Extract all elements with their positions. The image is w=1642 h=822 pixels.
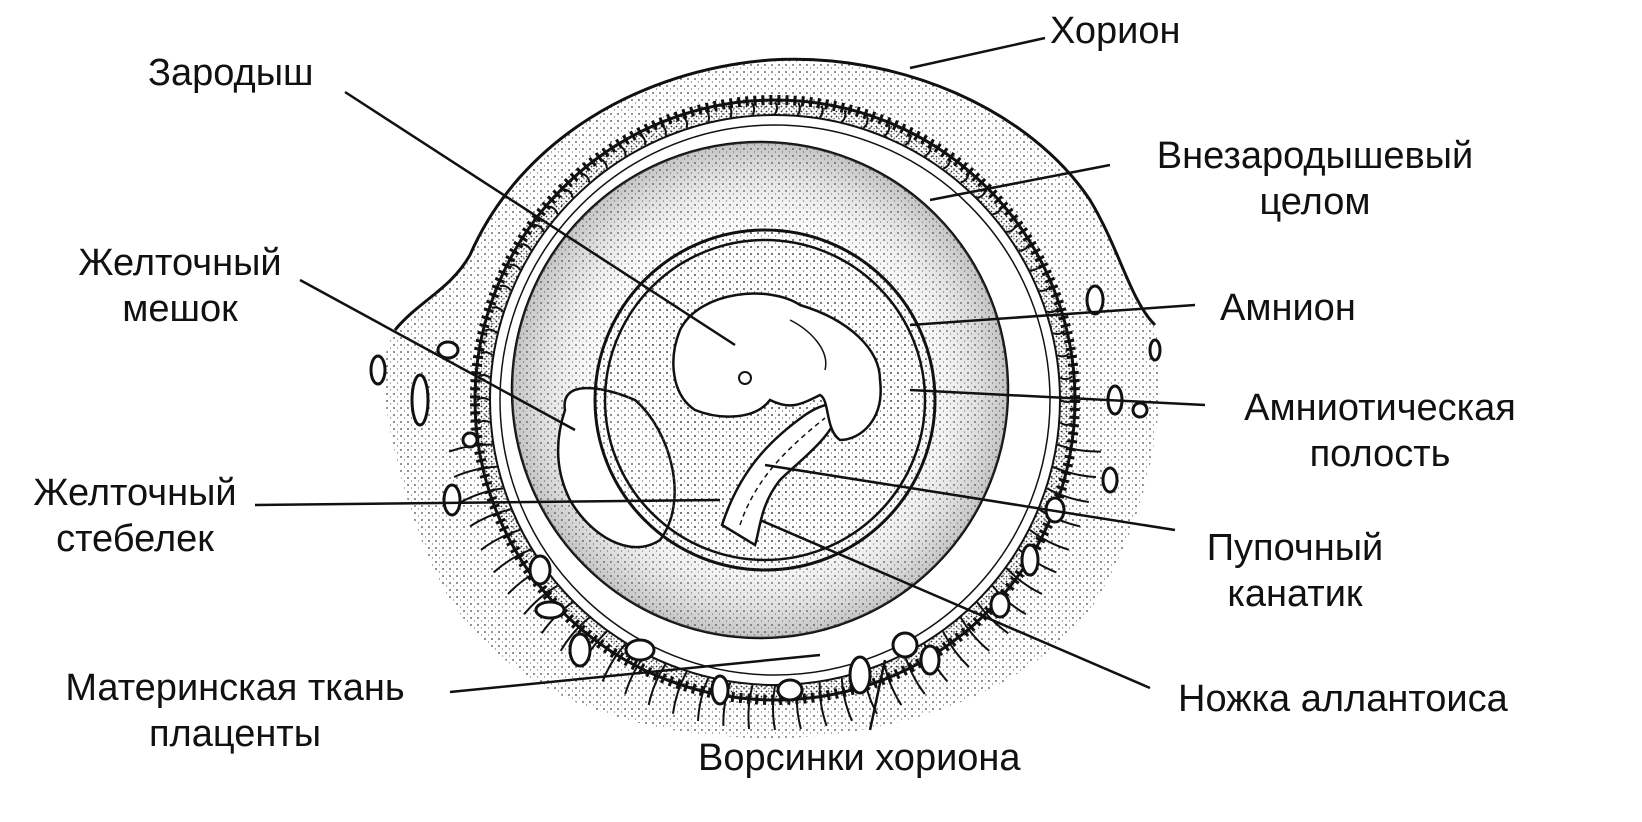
label-umbilical-cord: Пупочный канатик: [1170, 525, 1420, 617]
label-allantois-stalk: Ножка аллантоиса: [1178, 676, 1508, 722]
label-chorion: Хорион: [1050, 8, 1181, 54]
label-coelom-line2: целом: [1125, 179, 1505, 225]
label-amnion: Амнион: [1220, 285, 1356, 331]
label-embryo: Зародыш: [148, 50, 314, 96]
label-yolk-stalk-line1: Желточный: [10, 470, 260, 516]
label-yolk-sac-line2: мешок: [40, 286, 320, 332]
label-maternal-tissue: Материнская ткань плаценты: [20, 665, 450, 757]
label-amniotic-cavity: Амниотическая полость: [1210, 385, 1550, 477]
label-maternal-tissue-line1: Материнская ткань: [20, 665, 450, 711]
label-yolk-stalk-line2: стебелек: [10, 516, 260, 562]
label-amniotic-cavity-line2: полость: [1210, 431, 1550, 477]
label-coelom-line1: Внезародышевый: [1125, 133, 1505, 179]
label-yolk-sac: Желточный мешок: [40, 240, 320, 332]
label-amniotic-cavity-line1: Амниотическая: [1210, 385, 1550, 431]
label-coelom: Внезародышевый целом: [1125, 133, 1505, 225]
label-maternal-tissue-line2: плаценты: [20, 711, 450, 757]
label-yolk-stalk: Желточный стебелек: [10, 470, 260, 562]
label-umbilical-cord-line2: канатик: [1170, 571, 1420, 617]
label-yolk-sac-line1: Желточный: [40, 240, 320, 286]
label-chorionic-villi: Ворсинки хориона: [698, 735, 1021, 781]
label-umbilical-cord-line1: Пупочный: [1170, 525, 1420, 571]
